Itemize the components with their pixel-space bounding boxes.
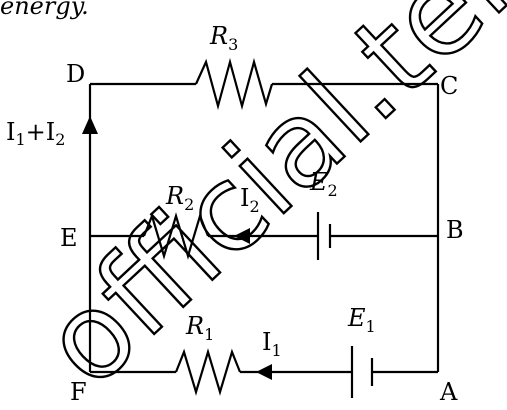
resistor-r1 [174, 348, 242, 396]
node-label-b: B [446, 216, 464, 244]
current-arrow-up-icon [82, 116, 98, 134]
label-r2-symbol: R [165, 182, 184, 210]
label-r1-symbol: R [185, 312, 204, 340]
label-current-i2-sub: 2 [249, 197, 259, 216]
label-r2: R2 [165, 182, 194, 214]
label-r1: R1 [185, 312, 214, 344]
label-r3-sub: 3 [228, 35, 238, 54]
label-current-total-plus: + [26, 118, 46, 146]
label-r2-sub: 2 [184, 195, 194, 214]
label-e1-symbol: E [347, 304, 366, 332]
label-e1-sub: 1 [366, 317, 376, 336]
label-e2-sub: 2 [328, 181, 338, 200]
label-current-total-i2: I [46, 118, 55, 146]
label-e2: E2 [309, 168, 338, 200]
resistor-r3 [194, 57, 274, 111]
label-current-i2-symbol: I [240, 184, 249, 212]
label-current-total-i1: I [6, 118, 15, 146]
current-arrow-i2-icon [234, 228, 250, 244]
node-label-d: D [66, 60, 85, 88]
label-current-i1: I1 [262, 328, 282, 360]
label-r1-sub: 1 [204, 325, 214, 344]
label-current-i2: I2 [240, 184, 260, 216]
label-current-i1-symbol: I [262, 328, 271, 356]
header-text-fragment: energy. [0, 0, 89, 20]
label-e1: E1 [347, 304, 376, 336]
node-label-f: F [70, 378, 87, 406]
label-current-i1-sub: 1 [271, 341, 281, 360]
label-r3-symbol: R [209, 22, 228, 50]
node-label-e: E [60, 224, 78, 252]
label-e2-symbol: E [309, 168, 328, 196]
label-current-total-i1-sub: 1 [15, 130, 25, 149]
label-current-total-i2-sub: 2 [55, 130, 65, 149]
node-label-a: A [439, 378, 458, 406]
node-label-c: C [440, 72, 458, 100]
current-arrow-i1-icon [256, 364, 272, 380]
label-r3: R3 [209, 22, 238, 54]
resistor-r2 [142, 212, 210, 260]
label-current-total: I1+I2 [6, 118, 65, 149]
